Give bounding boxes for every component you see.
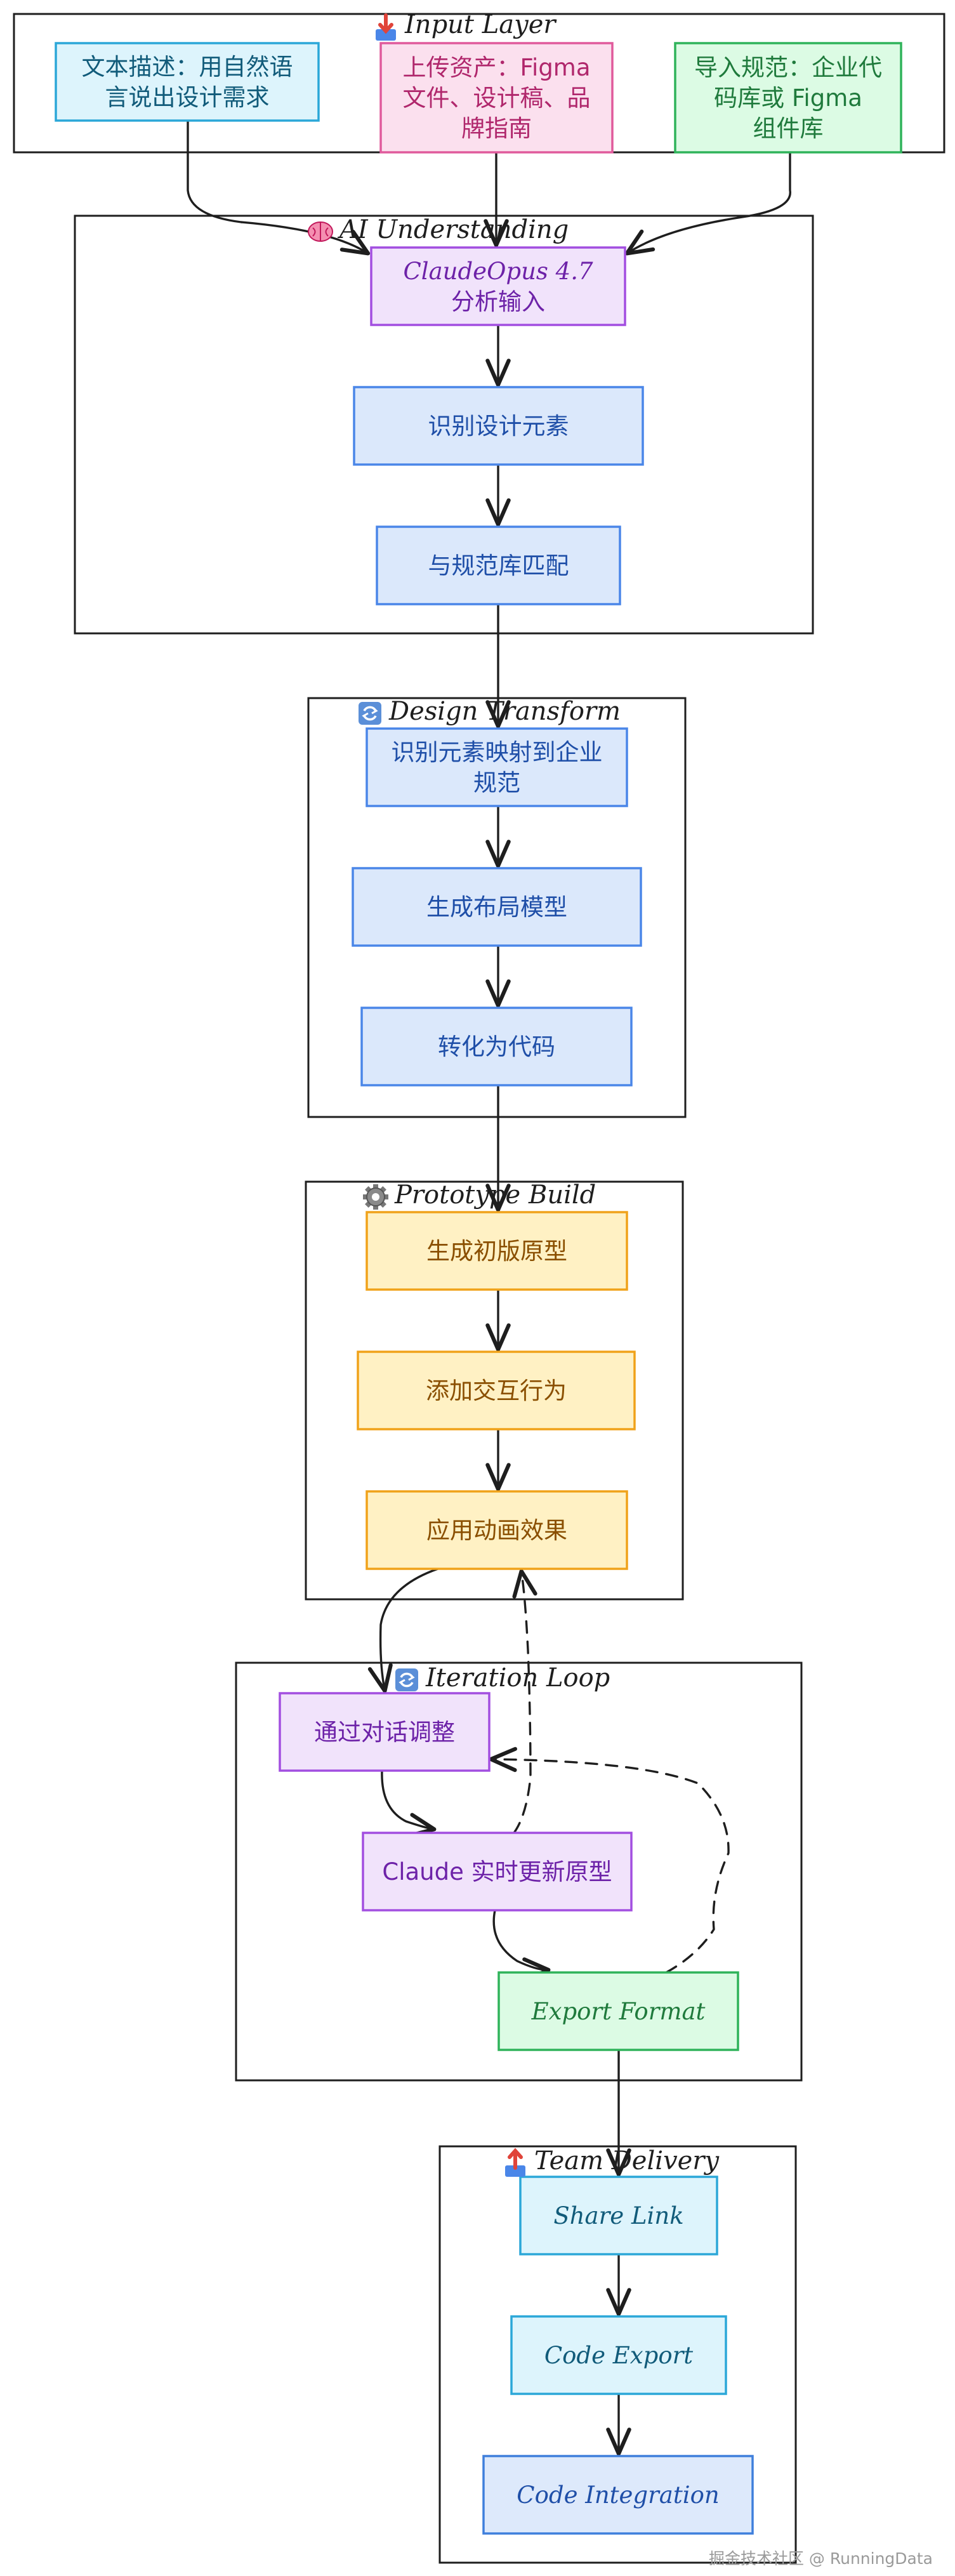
repeat-icon <box>395 1668 418 1691</box>
node-animation: 应用动画效果 <box>366 1490 628 1570</box>
gear-icon <box>363 1184 388 1210</box>
node-box <box>279 1692 491 1772</box>
arrow-chat-to-realtime <box>381 1769 437 1838</box>
node-box <box>510 2315 727 2395</box>
node-label-line: 生成初版原型 <box>426 1238 567 1265</box>
node-box <box>376 525 621 605</box>
arrow-text-to-claude <box>187 119 371 256</box>
arrow-realtime-to-animation <box>512 1569 537 1834</box>
node-code-export: Code Export <box>510 2315 727 2395</box>
node-match-spec: 与规范库匹配 <box>376 525 621 605</box>
node-box <box>366 727 628 807</box>
node-to-code: 转化为代码 <box>360 1007 633 1087</box>
outbox-tray-icon <box>505 2148 525 2177</box>
node-box <box>366 1490 628 1570</box>
arrow-spec-to-claude <box>624 119 791 256</box>
frame-transform <box>307 697 687 1118</box>
node-share-link: Share Link <box>519 2176 718 2256</box>
node-label-line: 组件库 <box>753 115 824 142</box>
node-label-line: 言说出设计需求 <box>105 84 270 111</box>
layer-title-prototype: Prototype Build <box>394 1180 596 1210</box>
node-layout-model: 生成布局模型 <box>352 867 642 947</box>
node-box <box>360 1007 633 1087</box>
layer-title-iteration: Iteration Loop <box>425 1663 610 1693</box>
flow-arrows <box>187 119 791 2456</box>
node-box <box>352 867 642 947</box>
node-box <box>379 42 614 154</box>
node-label-line: Export Format <box>531 1998 706 2025</box>
node-first-proto: 生成初版原型 <box>366 1211 628 1291</box>
layer-title-transform: Design Transform <box>388 697 621 726</box>
node-box <box>366 1211 628 1291</box>
inbox-tray-icon <box>376 13 396 41</box>
node-label-line: Code Export <box>544 2342 693 2369</box>
node-box <box>55 42 320 122</box>
node-label-line: 导入规范：企业代 <box>694 54 882 81</box>
node-label-line: 通过对话调整 <box>314 1719 455 1746</box>
node-box <box>519 2176 718 2256</box>
frame-prototype <box>305 1180 684 1601</box>
arrow-animation-to-chat <box>367 1568 439 1693</box>
node-label-line: 牌指南 <box>461 115 532 142</box>
node-label-line: 识别设计元素 <box>428 413 569 440</box>
node-label-line: Claude 实时更新原型 <box>382 1858 612 1886</box>
node-box <box>370 246 626 326</box>
node-label-line: 上传资产：Figma <box>402 54 590 81</box>
node-interaction: 添加交互行为 <box>357 1351 636 1430</box>
layer-title-input: Input Layer <box>404 10 557 39</box>
node-claude-opus: ClaudeOpus 4.7 分析输入 <box>370 246 626 326</box>
node-code-integration: Code Integration <box>482 2455 754 2535</box>
watermark-text: 掘金技术社区 @ RunningData <box>709 2549 933 2568</box>
arrow-realtime-to-export <box>492 1909 551 1983</box>
node-label-line: 添加交互行为 <box>426 1377 567 1404</box>
frame-ai <box>74 215 814 635</box>
node-identify: 识别设计元素 <box>353 386 644 466</box>
node-label-line: ClaudeOpus 4.7 <box>403 258 593 285</box>
layer-title-delivery: Team Delivery <box>534 2146 720 2176</box>
node-export-format: Export Format <box>497 1971 739 2051</box>
node-box <box>482 2455 754 2535</box>
brain-icon <box>308 221 333 242</box>
arrow-export-to-chat <box>489 1747 730 1974</box>
node-box <box>353 386 644 466</box>
node-label-line: 规范 <box>473 769 520 796</box>
node-label-line: Code Integration <box>517 2481 719 2509</box>
node-box <box>357 1351 636 1430</box>
node-label-line: 文本描述：用自然语 <box>82 53 293 81</box>
node-label-line: 文件、设计稿、品 <box>403 84 591 112</box>
node-label-line: 生成布局模型 <box>426 894 567 921</box>
node-label-line: 与规范库匹配 <box>428 552 569 579</box>
node-label-line: 转化为代码 <box>438 1033 555 1060</box>
layer-title-ai: AI Understanding <box>337 215 569 244</box>
frame-iteration <box>235 1661 803 2082</box>
node-realtime: Claude 实时更新原型 <box>362 1832 633 1912</box>
node-label-line: 应用动画效果 <box>426 1517 567 1544</box>
node-label-line: 码库或 Figma <box>714 84 862 112</box>
node-chat-adjust: 通过对话调整 <box>279 1692 491 1772</box>
node-label-line: 分析输入 <box>451 288 545 315</box>
refresh-icon <box>359 702 381 725</box>
node-box <box>497 1971 739 2051</box>
node-label-line: 识别元素映射到企业 <box>392 739 603 766</box>
node-box <box>362 1832 633 1912</box>
node-box <box>674 42 902 154</box>
node-label-line: Share Link <box>553 2202 683 2229</box>
